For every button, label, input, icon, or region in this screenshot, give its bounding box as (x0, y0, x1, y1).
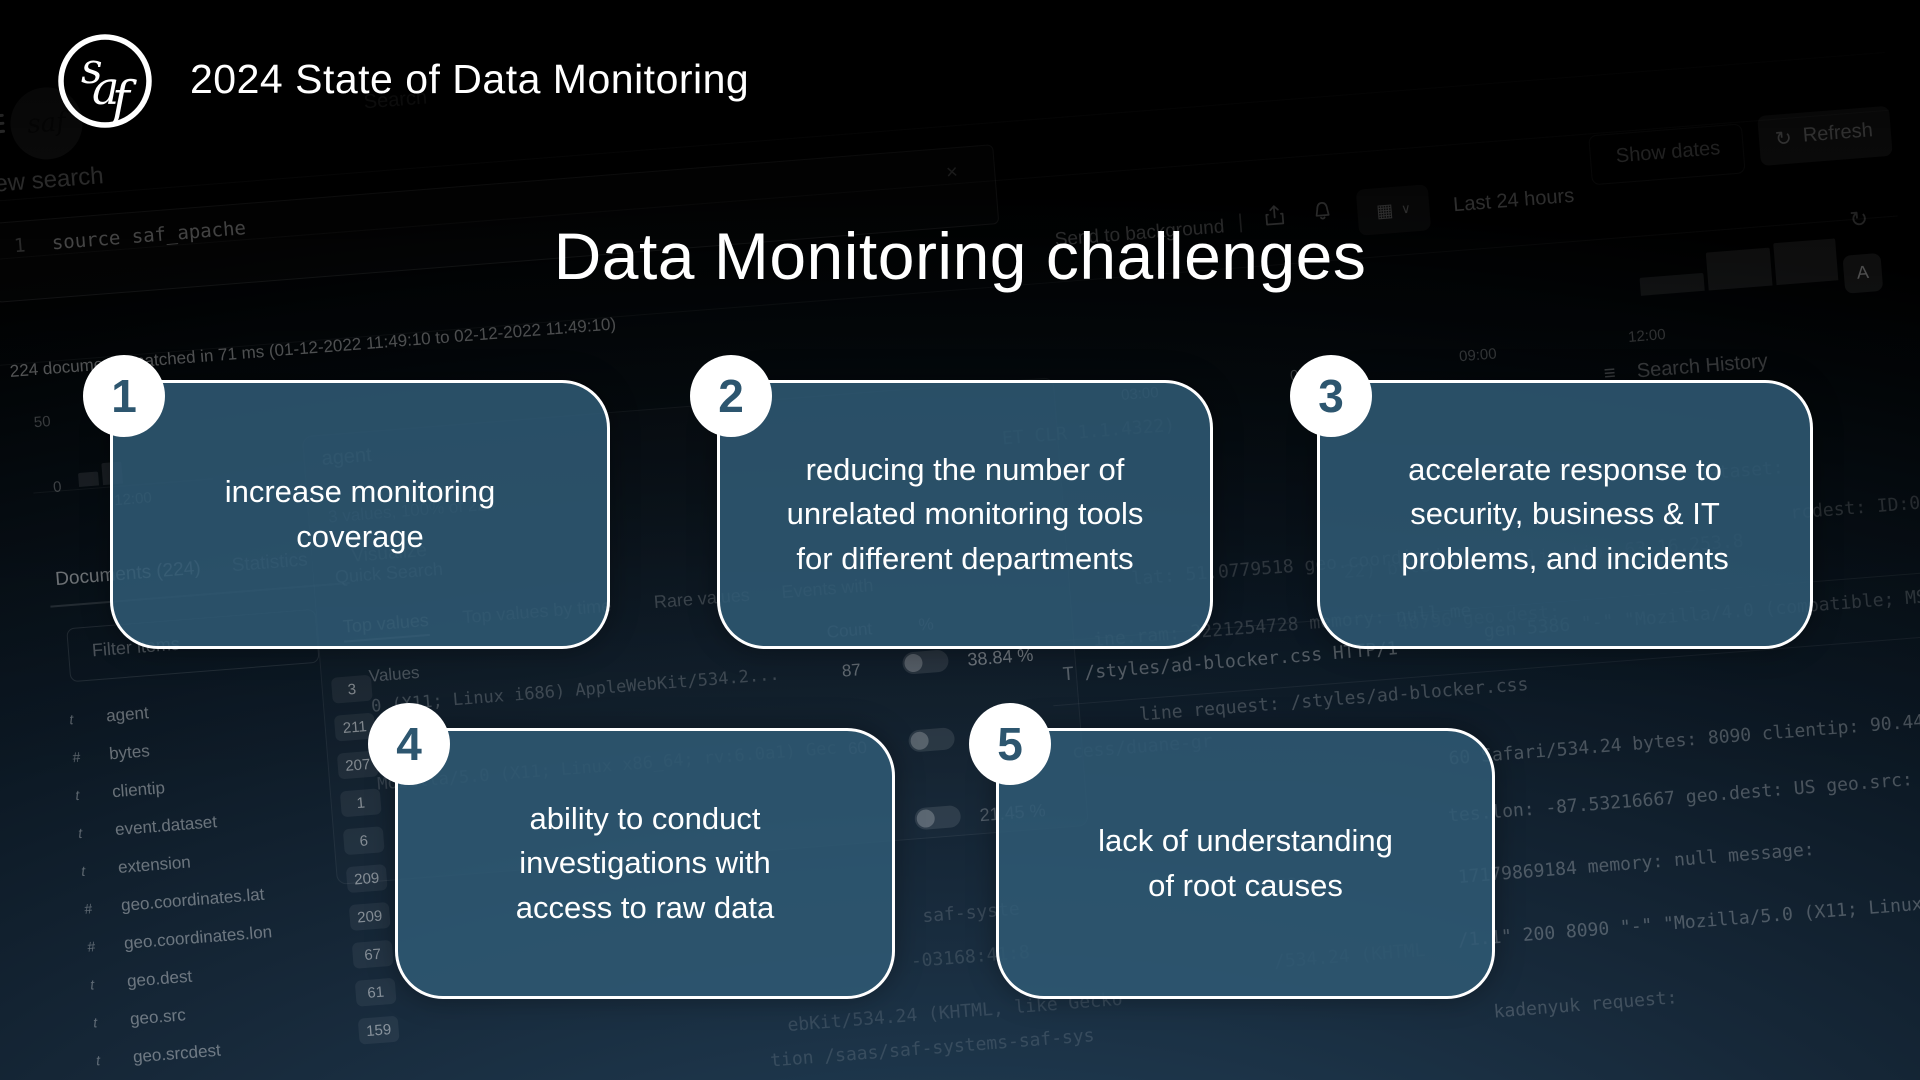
challenge-card-2: reducing the number of unrelated monitor… (690, 355, 1213, 649)
card-text: reducing the number of unrelated monitor… (786, 452, 1144, 576)
card-number-badge: 4 (368, 703, 450, 785)
challenge-card-1: increase monitoring coverage 1 (83, 355, 610, 649)
logo-letter-a: a (92, 61, 119, 115)
logo-letter-s: s (81, 44, 103, 93)
card-text: lack of understanding of root causes (1098, 823, 1393, 903)
logo-ring (58, 34, 152, 128)
card-text: ability to conduct investigations with a… (515, 801, 775, 925)
challenge-card-5: lack of understanding of root causes 5 (969, 703, 1495, 999)
card-number: 3 (1318, 370, 1344, 422)
card-number: 4 (396, 718, 422, 770)
slide-header-title: 2024 State of Data Monitoring (190, 56, 750, 102)
card-text: accelerate response to security, busines… (1401, 452, 1729, 576)
challenge-card-3: accelerate response to security, busines… (1290, 355, 1813, 649)
card-number: 1 (111, 370, 137, 422)
card-text: increase monitoring coverage (224, 474, 496, 554)
card-number-badge: 3 (1290, 355, 1372, 437)
challenge-card-4: ability to conduct investigations with a… (368, 703, 895, 999)
card-number: 2 (718, 370, 744, 422)
card-number-badge: 1 (83, 355, 165, 437)
slide-heading: Data Monitoring challenges (553, 219, 1367, 293)
logo-letter-f: f (109, 71, 137, 127)
card-number-badge: 2 (690, 355, 772, 437)
card-number-badge: 5 (969, 703, 1051, 785)
saf-logo: s a f (58, 34, 152, 128)
card-number: 5 (997, 718, 1023, 770)
